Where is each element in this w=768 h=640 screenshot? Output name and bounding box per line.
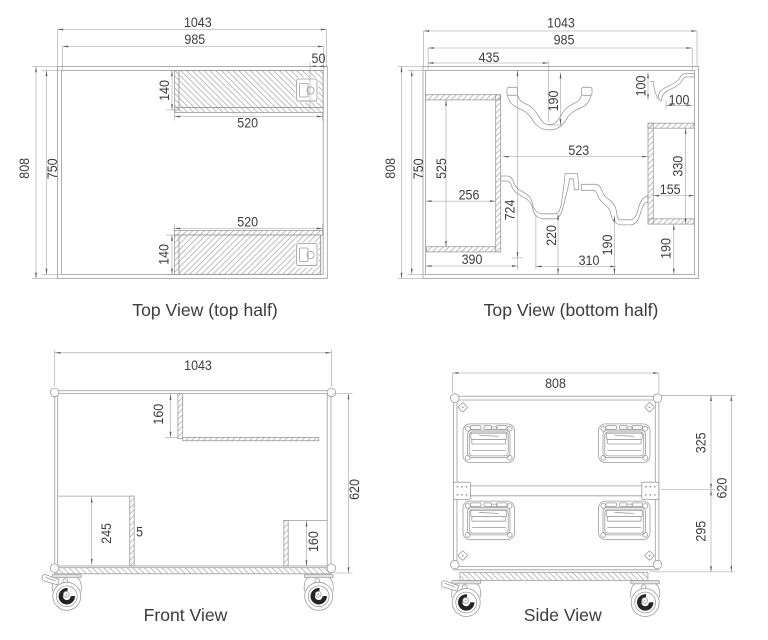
svg-text:525: 525 — [434, 158, 449, 179]
svg-text:1043: 1043 — [547, 15, 575, 30]
svg-text:435: 435 — [479, 50, 500, 65]
svg-text:390: 390 — [462, 252, 483, 267]
svg-text:620: 620 — [347, 479, 362, 500]
svg-text:330: 330 — [670, 156, 685, 177]
svg-text:1043: 1043 — [184, 15, 212, 30]
svg-text:190: 190 — [659, 238, 674, 259]
svg-text:724: 724 — [503, 199, 518, 220]
svg-text:808: 808 — [545, 376, 566, 391]
svg-text:155: 155 — [660, 182, 681, 197]
svg-text:160: 160 — [306, 531, 321, 552]
svg-text:985: 985 — [554, 32, 575, 47]
svg-text:256: 256 — [459, 187, 480, 202]
svg-text:310: 310 — [579, 253, 600, 268]
svg-text:190: 190 — [600, 235, 615, 256]
svg-text:100: 100 — [669, 92, 690, 107]
svg-text:Top View (top half): Top View (top half) — [132, 300, 277, 320]
svg-text:140: 140 — [157, 80, 172, 101]
svg-text:520: 520 — [237, 115, 258, 130]
svg-text:Side View: Side View — [524, 605, 602, 625]
svg-text:190: 190 — [546, 91, 561, 112]
svg-text:50: 50 — [312, 51, 326, 66]
svg-text:523: 523 — [568, 143, 589, 158]
svg-text:140: 140 — [156, 244, 171, 265]
svg-text:100: 100 — [633, 76, 648, 97]
svg-text:Front View: Front View — [144, 605, 228, 625]
svg-text:520: 520 — [237, 215, 258, 230]
svg-text:295: 295 — [693, 521, 708, 542]
svg-text:Top View (bottom half): Top View (bottom half) — [484, 300, 659, 320]
svg-text:220: 220 — [544, 225, 559, 246]
svg-text:808: 808 — [17, 158, 32, 179]
svg-text:5: 5 — [136, 525, 143, 540]
svg-text:1043: 1043 — [184, 358, 212, 373]
svg-text:245: 245 — [99, 523, 114, 544]
svg-text:325: 325 — [693, 432, 708, 453]
svg-text:160: 160 — [151, 404, 166, 425]
svg-text:808: 808 — [383, 158, 398, 179]
svg-text:985: 985 — [184, 32, 205, 47]
svg-text:750: 750 — [45, 158, 60, 179]
svg-text:620: 620 — [715, 478, 730, 499]
svg-text:750: 750 — [411, 158, 426, 179]
